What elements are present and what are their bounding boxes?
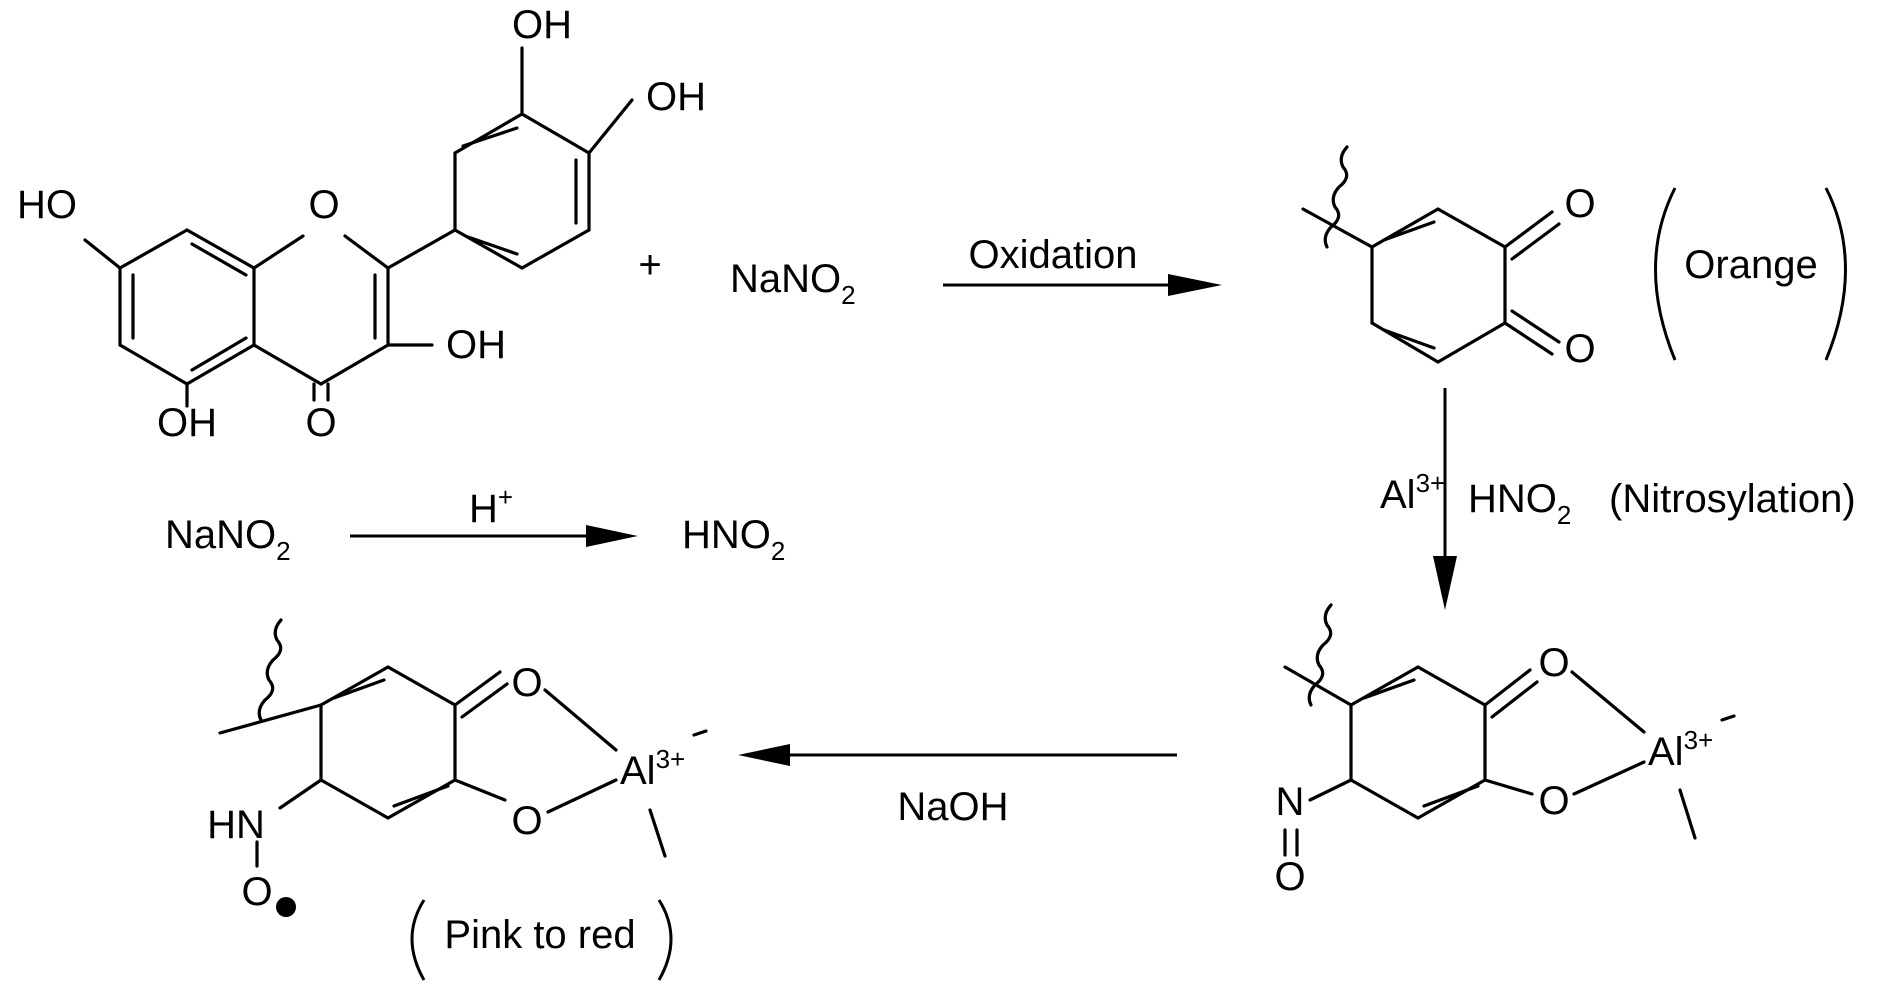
hydroxyl-3-label: OH (446, 323, 506, 367)
complex-right-aluminium: Al3+ (1648, 725, 1713, 774)
naoh-arrow (738, 744, 1177, 766)
nitrosylation-label: (Nitrosylation) (1609, 477, 1856, 521)
final-aluminium-complex: O O HN O Al3+ (207, 618, 708, 917)
pink-close-paren (657, 899, 673, 981)
final-oxygen-top: O (511, 661, 542, 705)
quercetin-structure: O HO OH O OH OH OH (17, 3, 706, 445)
orange-open-paren (1654, 187, 1677, 361)
quinone-structure: O O (1301, 145, 1596, 371)
hydroxyl-5-label: OH (157, 401, 217, 445)
proton-label: H+ (469, 482, 513, 531)
hno2-product: HNO2 (682, 513, 785, 566)
plus-sign: + (638, 243, 661, 287)
carbonyl-oxygen-label: O (305, 401, 336, 445)
naoh-label: NaOH (897, 785, 1008, 829)
nitroso-oxygen-label: O (1274, 855, 1305, 899)
hydroxyl-3prime-label: OH (512, 3, 572, 47)
pink-open-paren (410, 899, 426, 981)
radical-oxygen-label: O (241, 870, 272, 914)
hydroxyl-7-label: HO (17, 183, 77, 227)
amine-label: HN (207, 803, 265, 847)
complex-right-oxygen-bottom: O (1538, 779, 1569, 823)
quinone-oxygen-top: O (1564, 182, 1595, 226)
nitrosylation-hno2-label: HNO2 (1468, 477, 1571, 530)
radical-dot (276, 897, 296, 917)
aluminium-reagent-label: Al3+ (1380, 468, 1445, 517)
orange-color-label: Orange (1684, 243, 1817, 287)
quinone-oxygen-bottom: O (1564, 327, 1595, 371)
hydroxyl-4prime-label: OH (646, 75, 706, 119)
orange-close-paren (1824, 187, 1847, 361)
nitroso-nitrogen-label: N (1276, 780, 1305, 824)
oxidation-label: Oxidation (969, 233, 1138, 277)
pink-red-color-label: Pink to red (444, 913, 635, 957)
final-oxygen-bottom: O (511, 799, 542, 843)
nano2-acid-reactant: NaNO2 (165, 513, 291, 566)
final-aluminium: Al3+ (620, 744, 685, 793)
nano2-reactant: NaNO2 (730, 257, 856, 310)
complex-right-oxygen-top: O (1538, 641, 1569, 685)
oxidation-arrow (943, 274, 1222, 296)
nitroso-aluminium-complex: O O N O Al3+ (1274, 603, 1736, 899)
nitrosylation-arrow (1433, 388, 1457, 610)
acidification-arrow (350, 525, 638, 547)
ring-oxygen-label: O (308, 183, 339, 227)
